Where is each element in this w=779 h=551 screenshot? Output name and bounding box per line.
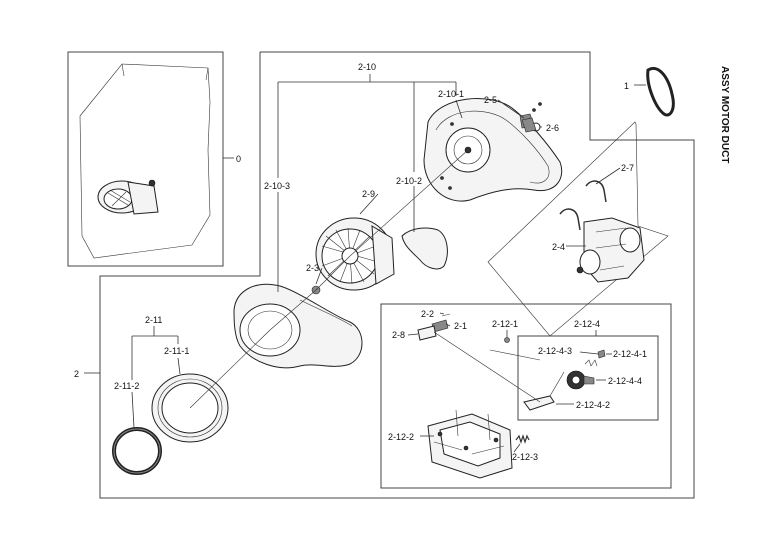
callout-2-2: 2-2 <box>421 309 434 319</box>
part-2-5-clip <box>521 117 537 133</box>
part-2-10-2-duct-seal <box>401 227 448 270</box>
callout-2-5: 2-5 <box>484 95 497 105</box>
part-2-12-3-spring <box>515 434 530 444</box>
diagram-title: ASSY MOTOR DUCT <box>719 66 730 163</box>
part-2-12-1-screw <box>504 337 510 343</box>
part-2-9-blower-wheel <box>315 217 395 291</box>
part-2-12-2-bracket <box>427 409 513 479</box>
callout-2-11-2: 2-11-2 <box>114 381 139 391</box>
callout-2-6: 2-6 <box>546 123 559 133</box>
callout-2-10-2: 2-10-2 <box>396 176 422 186</box>
part-2-12-4-4-pulley <box>566 370 595 390</box>
part-2-8-sensor <box>417 325 437 341</box>
callout-1: 1 <box>624 81 629 91</box>
callout-2-10-3: 2-10-3 <box>264 181 290 191</box>
callout-2-10-1: 2-10-1 <box>438 89 464 99</box>
assembly-2-12-frame <box>380 303 672 489</box>
part-2-12-4-2-lever <box>523 371 565 411</box>
callout-2-12-2: 2-12-2 <box>388 432 414 442</box>
callout-2-8: 2-8 <box>392 330 405 340</box>
callout-2-11: 2-11 <box>145 315 162 325</box>
callout-2-12-4-4: 2-12-4-4 <box>608 376 642 386</box>
leader-lines <box>84 74 646 453</box>
part-2-7-motor-clips <box>559 180 607 231</box>
callout-2-12-3: 2-12-3 <box>512 452 538 462</box>
part-2-12-4-1-pin <box>597 349 606 359</box>
callout-2: 2 <box>74 369 79 379</box>
part-0-dryer-assembly <box>79 63 211 259</box>
callout-2-12-4-2: 2-12-4-2 <box>576 400 610 410</box>
callout-2-7: 2-7 <box>621 163 634 173</box>
assembly-2-12-4-frame <box>517 335 659 421</box>
callout-2-12-4-1: 2-12-4-1 <box>613 349 647 359</box>
part-2-12-4-3-spring <box>584 359 598 367</box>
part-1-belt <box>646 67 675 117</box>
part-2-11-2-gasket <box>112 427 162 475</box>
callout-2-3: 2-3 <box>306 263 319 273</box>
callout-2-11-1: 2-11-1 <box>164 346 189 356</box>
callout-2-12-1: 2-12-1 <box>492 319 518 329</box>
part-2-10-3-front-duct <box>233 283 363 369</box>
assembly-0-frame <box>67 51 224 267</box>
part-2-4-motor <box>576 217 645 283</box>
part-2-10-1-duct-housing <box>423 98 563 202</box>
assembly-2-4-group-frame <box>487 121 669 337</box>
callout-2-1: 2-1 <box>454 321 467 331</box>
part-2-2-screw <box>441 313 451 317</box>
callout-2-12-4: 2-12-4 <box>574 319 600 329</box>
callout-2-9: 2-9 <box>362 189 375 199</box>
callout-2-12-4-3: 2-12-4-3 <box>538 346 572 356</box>
assembly-2-frame <box>99 51 695 499</box>
callout-2-4: 2-4 <box>552 242 565 252</box>
explosion-guide-lines <box>189 149 541 409</box>
callout-2-10: 2-10 <box>358 62 376 72</box>
callout-0: 0 <box>236 154 241 164</box>
